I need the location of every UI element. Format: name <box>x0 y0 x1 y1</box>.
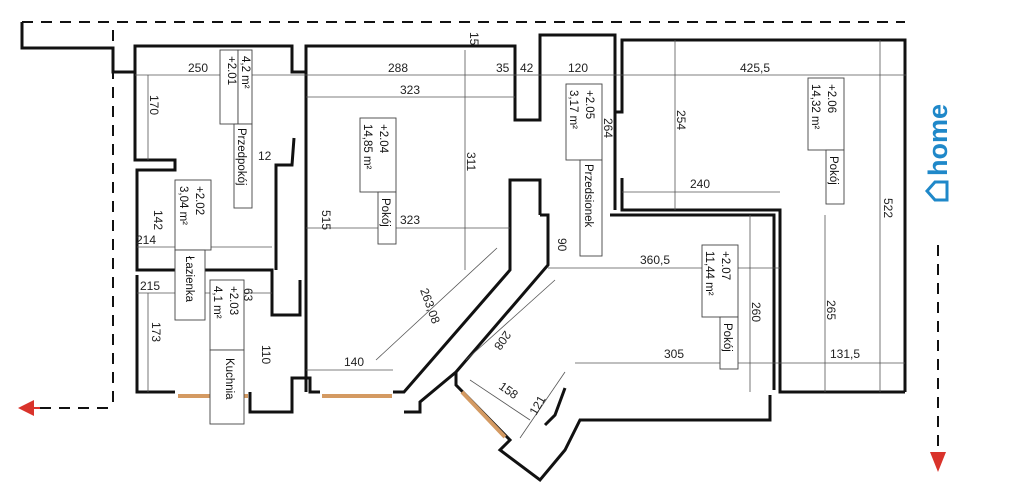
dim-label: 323 <box>400 213 420 227</box>
room-area: 14,85 m² <box>361 124 373 170</box>
dim-label: 63 <box>241 288 255 302</box>
room-label-2-06: +2.06 14,32 m² Pokój <box>807 77 845 205</box>
dim-label: 120 <box>568 61 588 75</box>
exit-arrow-left <box>18 400 40 416</box>
room-label-2-04: +2.04 14,85 m² Pokój <box>359 117 397 245</box>
exit-arrow-down <box>930 452 946 472</box>
dim-label: 288 <box>388 61 408 75</box>
room-label-2-05: +2.05 3,17 m² Przedsionek <box>565 83 603 257</box>
room-name: Pokój <box>379 198 391 227</box>
dim-label: 260 <box>749 302 763 322</box>
dim-label: 35 <box>496 61 510 75</box>
dim-label: 263,08 <box>417 286 443 326</box>
room-code: +2.02 <box>193 186 205 215</box>
walls <box>20 22 907 483</box>
room-code: +2.06 <box>825 84 837 113</box>
dim-label: 158 <box>496 379 521 402</box>
dim-label: 214 <box>136 233 156 247</box>
dim-label: 12 <box>258 149 272 163</box>
dim-label: 240 <box>690 177 710 191</box>
dim-label: 311 <box>464 152 478 171</box>
room-label-2-07: +2.07 11,44 m² Pokój <box>701 244 739 370</box>
room-area: 11,44 m² <box>703 251 715 296</box>
room-name: Pokój <box>827 156 839 185</box>
dim-label: 305 <box>664 347 684 361</box>
room-name: Przedsionek <box>582 164 594 228</box>
room-area: 4,2 m² <box>239 56 251 89</box>
dim-label: 170 <box>147 95 161 115</box>
room-area: 4,1 m² <box>211 286 223 319</box>
dim-label: 142 <box>151 210 165 230</box>
dim-label: 208 <box>491 328 514 353</box>
dim-label: 15 <box>467 32 481 46</box>
room-code: +2.07 <box>719 251 731 280</box>
dimension-lines <box>135 40 906 439</box>
room-code: +2.05 <box>583 90 595 119</box>
room-label-2-03: +2.03 4,1 m² Kuchnia <box>209 279 245 425</box>
outer-boundary <box>22 21 939 455</box>
room-area: 14,32 m² <box>809 84 821 130</box>
room-name: Łazienka <box>183 256 195 303</box>
dim-label: 425,5 <box>740 61 770 75</box>
red-arrow-left-icon <box>18 400 34 416</box>
dim-label: 215 <box>140 279 160 293</box>
room-name: Pokój <box>721 323 733 352</box>
dim-label: 140 <box>344 355 364 369</box>
room-area: 3,17 m² <box>567 90 579 129</box>
dim-label: 265 <box>824 300 838 320</box>
room-label-2-01: +2.01 4,2 m² Przedpokój <box>219 49 253 209</box>
room-code: +2.04 <box>377 124 389 154</box>
dim-label: 254 <box>674 110 688 130</box>
dim-label: 515 <box>319 210 333 230</box>
dim-label: 173 <box>149 322 163 342</box>
red-arrow-down-icon <box>930 452 946 472</box>
brand-name: home <box>923 104 953 176</box>
room-code: +2.01 <box>225 56 237 85</box>
dim-label: 131,5 <box>830 347 860 361</box>
room-code: +2.03 <box>227 286 239 315</box>
brand-logo: home <box>923 104 953 202</box>
dim-label: 522 <box>881 198 895 218</box>
dim-label: 110 <box>259 345 273 364</box>
dim-label: 360,5 <box>640 253 670 267</box>
house-outline-icon <box>924 180 949 202</box>
dim-label: 121 <box>526 393 548 418</box>
dim-label: 264 <box>601 118 615 138</box>
dim-label: 250 <box>188 61 208 75</box>
room-name: Przedpokój <box>235 128 247 186</box>
room-name: Kuchnia <box>223 358 235 400</box>
dim-label: 90 <box>555 238 569 252</box>
room-area: 3,04 m² <box>177 186 189 225</box>
dim-label: 323 <box>400 83 420 97</box>
dim-label: 42 <box>520 61 534 75</box>
room-label-2-02: +2.02 3,04 m² Łazienka <box>174 179 212 321</box>
